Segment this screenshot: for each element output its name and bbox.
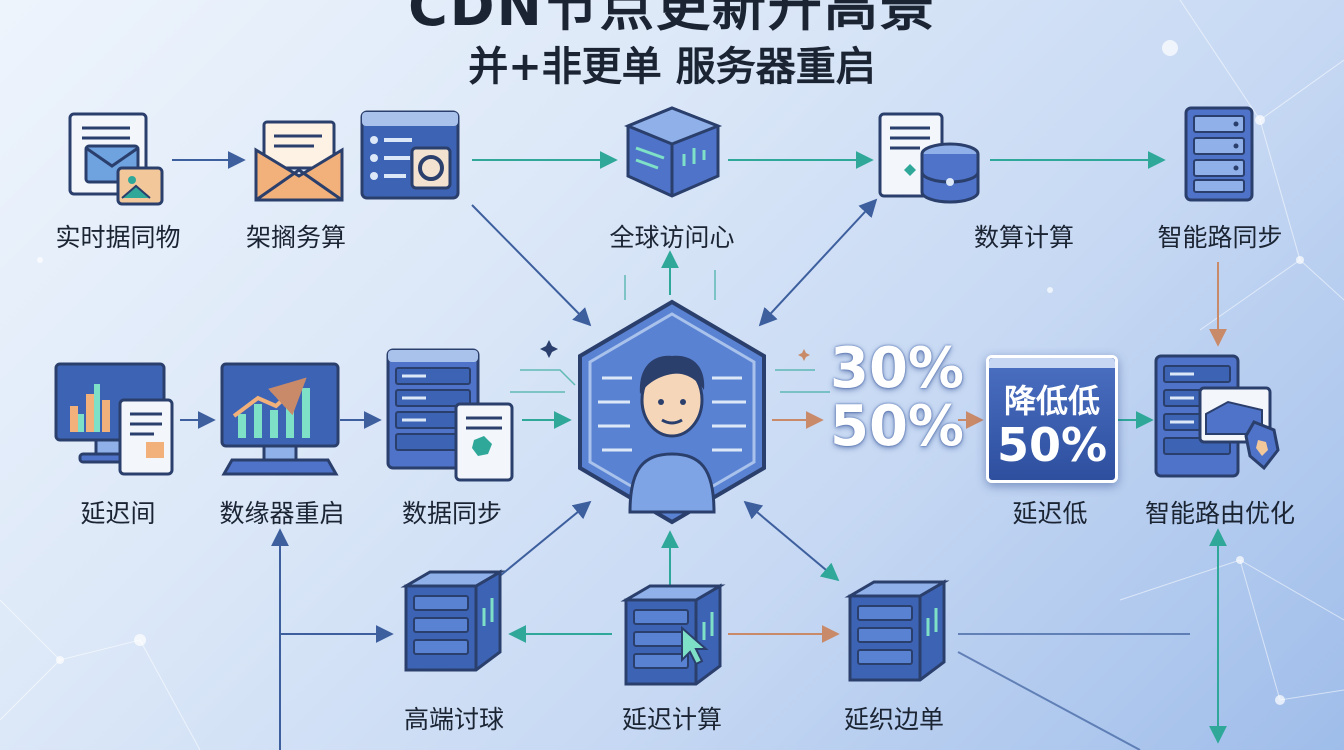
node-label-global-access: 全球访问心 <box>609 223 735 252</box>
node-label-smart-route-optimize: 智能路由优化 <box>1144 499 1296 528</box>
node-label-server-restart: 数缘器重启 <box>219 499 345 528</box>
node-label-realtime-sync: 实时据同物 <box>55 223 181 252</box>
document-database-icon <box>870 108 990 208</box>
server-block-cursor-icon <box>616 580 736 686</box>
monitor-growth-chart-icon <box>210 358 350 478</box>
database-server-document-icon <box>380 346 520 486</box>
server-chart-shield-icon <box>1150 352 1290 482</box>
node-label-data-sync: 数据同步 <box>401 499 503 528</box>
panel-line-1: 降低低 <box>1003 382 1100 420</box>
page-title: CDN节点更新升高景 <box>408 0 936 38</box>
mail-envelope-icon <box>238 112 358 212</box>
node-label-architecture: 架搁务算 <box>245 223 347 252</box>
node-label-edge-right: 延织边单 <box>843 705 945 734</box>
node-label-edge-left: 高端讨球 <box>403 705 505 734</box>
server-rack-icon <box>1160 104 1280 204</box>
reduction-panel: 降低低 50% <box>986 355 1118 483</box>
panel-title-bar <box>989 358 1115 368</box>
monitor-chart-icon <box>50 360 174 476</box>
server-block-icon-left <box>396 566 516 672</box>
node-label-low-latency: 延迟低 <box>1012 499 1088 528</box>
server-block-icon-right <box>840 576 960 682</box>
page-subtitle: 并+非更单 服务器重启 <box>468 44 876 90</box>
stat-line-1: 30% <box>830 336 965 401</box>
panel-line-2: 50% <box>996 418 1108 472</box>
document-image-icon <box>60 108 180 208</box>
node-label-compute: 数算计算 <box>973 223 1075 252</box>
server-cube-icon <box>614 104 734 204</box>
node-label-latency-compute: 延迟计算 <box>621 705 723 734</box>
node-label-smart-route-sync: 智能路同步 <box>1157 223 1283 252</box>
stat-line-2: 50% <box>830 394 965 459</box>
app-window-icon <box>352 108 472 208</box>
central-user-hub-icon <box>572 298 772 528</box>
node-label-latency: 延迟间 <box>80 499 156 528</box>
